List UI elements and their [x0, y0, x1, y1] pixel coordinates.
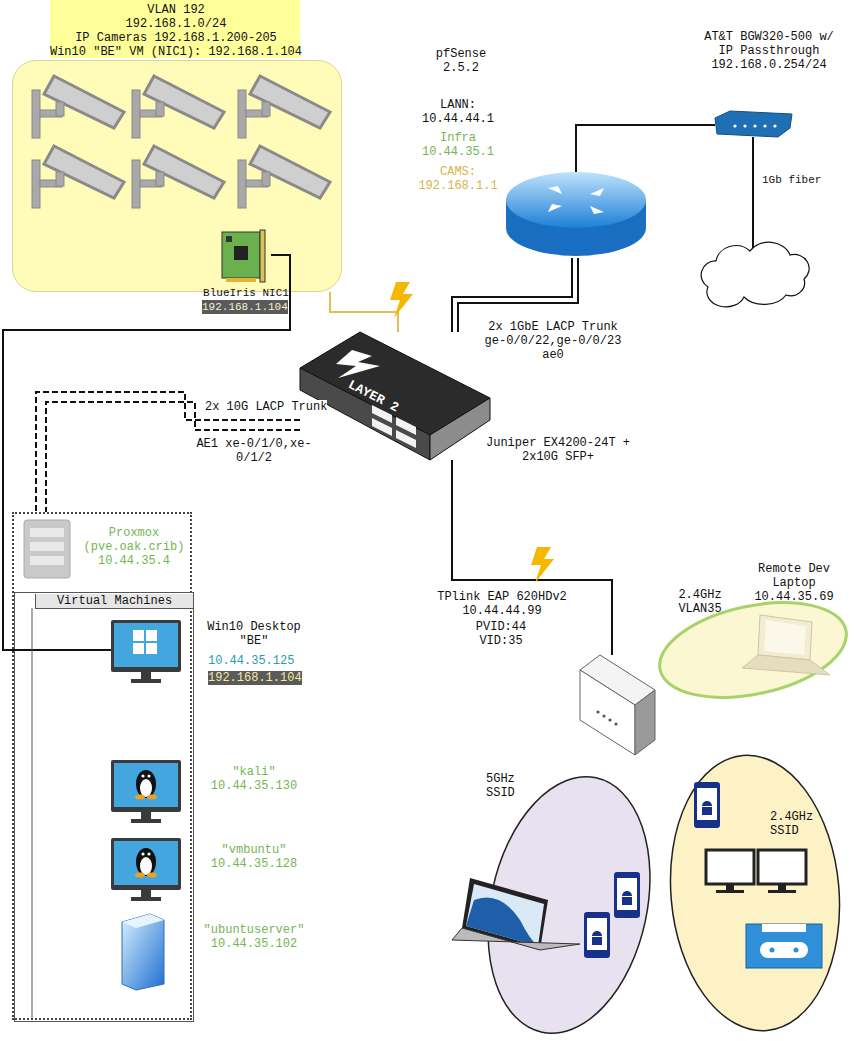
connector-line [455, 258, 575, 332]
node-detail: Juniper EX4200-24T + 2x10G SFP+ [483, 436, 633, 464]
node-title: AT&T BGW320-500 w/ IP Passthrough 192.16… [695, 30, 843, 72]
node-detail: LANN: 10.44.44.1 [418, 98, 498, 126]
connector-line [3, 255, 290, 650]
edge-label: 2x 10G LACP Trunk [205, 400, 327, 414]
node-detail: IP Cameras 192.168.1.200-205 [41, 31, 311, 45]
connector-line [455, 258, 575, 332]
connector [452, 460, 612, 655]
node-title: 2.4GHz SSID [770, 810, 822, 838]
node-title: 2.4GHz VLAN35 [670, 588, 730, 616]
node-title: Win10 Desktop "BE" [198, 620, 310, 648]
node-title: 5GHz SSID [486, 772, 526, 800]
node-title: "vmbuntu" 10.44.35.128 [198, 843, 310, 871]
ellipse-shape [651, 587, 855, 713]
node-detail: 10.44.35.125 [208, 654, 294, 668]
node-detail: CAMS: 192.168.1.1 [413, 165, 503, 193]
connector [330, 292, 398, 332]
node-detail: 192.168.1.104 [208, 671, 302, 685]
ellipse-shape [659, 748, 850, 1038]
node-title: pfSense 2.5.2 [426, 47, 496, 75]
node-title: BlueIris NIC1 [199, 286, 293, 300]
node-title: Virtual Machines [35, 594, 193, 609]
node-title: VLAN 192 192.168.1.0/24 [116, 3, 236, 31]
connector-line [330, 292, 398, 332]
node-detail: Win10 "BE" VM (NIC1): 192.168.1.104 [41, 45, 311, 59]
node-detail: PVID:44 VID:35 [470, 620, 532, 648]
connector-line [36, 392, 300, 512]
node-title: TPlink EAP 620HDv2 10.44.44.99 [434, 590, 570, 618]
edge-label: 2x 1GbE LACP Trunk ge-0/0/22,ge-0/0/23 a… [478, 320, 628, 362]
node-detail: 192.168.1.104 [202, 300, 288, 314]
node-title: "kali" 10.44.35.130 [198, 765, 310, 793]
node-detail: Infra 10.44.35.1 [418, 131, 498, 159]
connector-line [46, 402, 300, 512]
connector-line [576, 125, 715, 172]
connector [455, 258, 575, 332]
node-title: Proxmox (pve.oak.crib) 10.44.35.4 [78, 526, 190, 568]
connector [576, 125, 715, 172]
connector-line [452, 460, 612, 655]
ssid-ellipse: 2.4GHz VLAN35Remote Dev Laptop 10.44.35.… [655, 598, 851, 702]
connector [36, 392, 300, 512]
node-detail: Remote Dev Laptop 10.44.35.69 [748, 562, 840, 604]
node-title: "ubuntuserver" 10.44.35.102 [198, 923, 310, 951]
note-label: AE1 xe-0/1/0,xe-0/1/2 [184, 437, 324, 465]
ellipse-shape [466, 762, 673, 1041]
connector [3, 255, 290, 650]
note-label: 1Gb fiber [762, 173, 821, 187]
